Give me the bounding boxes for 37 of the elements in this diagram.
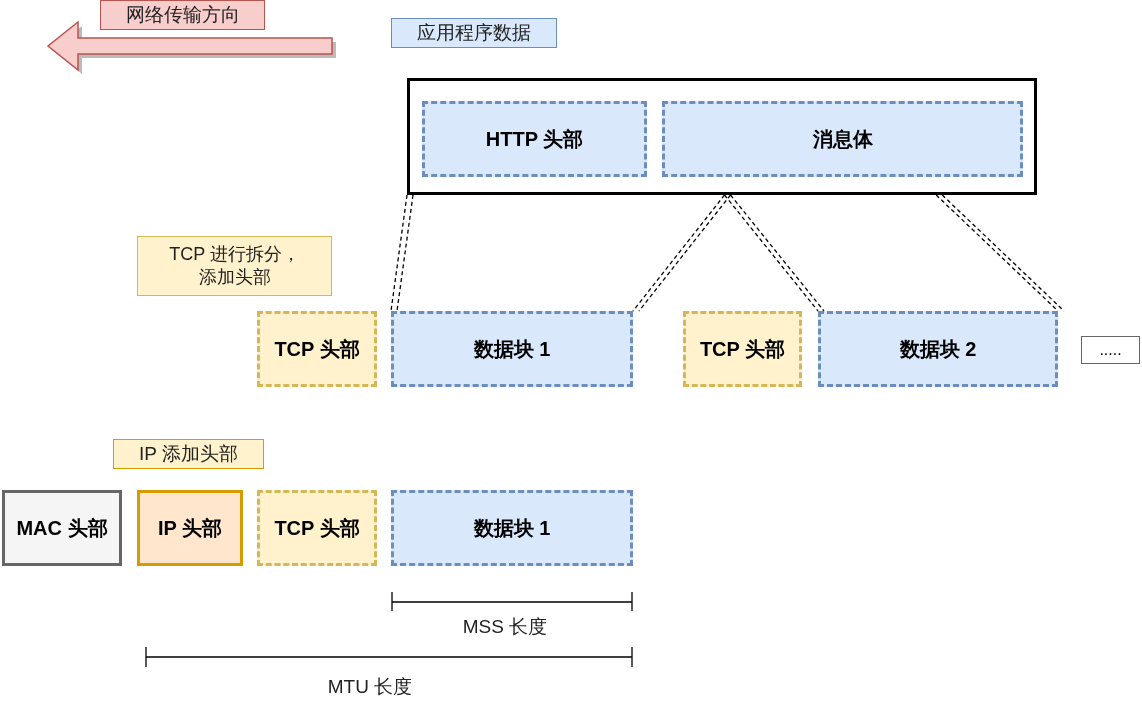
frame-box <box>407 78 1037 195</box>
node-text: 数据块 2 <box>899 337 977 362</box>
dimension-label: MSS 长度 <box>462 614 548 639</box>
node-text: TCP 头部 <box>699 337 786 362</box>
header-block <box>257 311 377 387</box>
node-text: TCP 进行拆分，添加头部 <box>168 242 301 289</box>
node-text: ..... <box>1099 340 1122 360</box>
projection-line <box>935 194 1065 312</box>
node-text: 数据块 1 <box>473 337 551 362</box>
node-text: IP 头部 <box>157 516 223 541</box>
caption-tag <box>137 236 332 296</box>
node-text: TCP 头部 <box>274 337 360 362</box>
data-block <box>391 311 633 387</box>
node-text: TCP 头部 <box>274 516 360 541</box>
caption-tag <box>113 439 264 469</box>
node-text: 数据块 1 <box>473 516 551 541</box>
projection-line <box>390 194 414 312</box>
dimension-label: MTU 长度 <box>327 674 413 699</box>
projection-line <box>632 194 732 312</box>
header-block <box>683 311 802 387</box>
node-text: IP 添加头部 <box>139 441 238 466</box>
data-block <box>391 490 633 566</box>
caption-tag <box>100 0 265 30</box>
node-text: 网络传输方向 <box>125 2 240 27</box>
node-text: HTTP 头部 <box>485 127 584 152</box>
header-block <box>422 101 647 177</box>
node-text: MAC 头部 <box>16 516 108 541</box>
node-text: 应用程序数据 <box>417 20 531 45</box>
body-block <box>662 101 1023 177</box>
caption-tag <box>391 18 557 48</box>
header-block <box>257 490 377 566</box>
projection-line <box>723 194 825 312</box>
header-block <box>2 490 122 566</box>
data-block <box>818 311 1058 387</box>
ellipsis-box <box>1081 336 1140 364</box>
header-block <box>137 490 243 566</box>
node-text: 消息体 <box>812 127 873 152</box>
